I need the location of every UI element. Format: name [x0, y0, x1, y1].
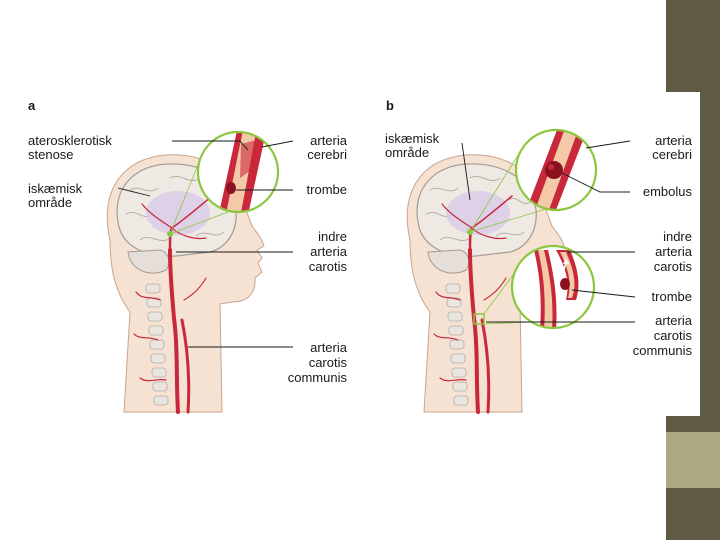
cerebellum-a: [127, 249, 170, 274]
brain-folds-b: [425, 176, 531, 242]
leader-lines-b: [461, 140, 636, 323]
label-cerebri-line1: arteria: [310, 133, 348, 148]
label-b-common-carotid-line3: communis: [633, 343, 693, 358]
leader-lines-a: [117, 140, 294, 348]
label-ischemic-line1: iskæmisk: [28, 181, 83, 196]
label-common-carotid-line2: carotis: [309, 355, 348, 370]
carotid-bifurcation-marker: [473, 313, 485, 325]
slide-sidebar-accent: [666, 432, 720, 488]
label-b-cerebri-line1: arteria: [655, 133, 693, 148]
label-thrombus: trombe: [307, 182, 347, 197]
label-b-thrombus: trombe: [652, 289, 692, 304]
label-internal-carotid-line2: arteria: [310, 244, 348, 259]
spine-a: [145, 283, 169, 406]
spine-b: [445, 283, 469, 406]
panel-b: b: [385, 98, 693, 414]
label-b-cerebri-line2: cerebri: [652, 147, 692, 162]
label-b-internal-carotid-line1: indre: [663, 229, 692, 244]
label-internal-carotid-line3: carotis: [309, 259, 348, 274]
zoom-callout-b-cerebri: [469, 128, 598, 233]
label-cerebri-line2: cerebri: [307, 147, 347, 162]
ischemic-area-a: [146, 191, 210, 235]
label-b-embolus: embolus: [643, 184, 693, 199]
label-common-carotid-line3: communis: [288, 370, 348, 385]
panel-b-letter: b: [386, 98, 394, 113]
label-stenosis-line1: aterosklerotisk: [28, 133, 112, 148]
cerebellum-b: [427, 249, 470, 274]
zoom-callout-a: [169, 130, 280, 235]
label-ischemic-line2: område: [28, 195, 72, 210]
label-b-internal-carotid-line2: arteria: [655, 244, 693, 259]
label-b-internal-carotid-line3: carotis: [654, 259, 693, 274]
label-b-common-carotid-line1: arteria: [655, 313, 693, 328]
label-b-ischemic-line2: område: [385, 145, 429, 160]
panel-a-letter: a: [28, 98, 36, 113]
label-common-carotid-line1: arteria: [310, 340, 348, 355]
label-stenosis-line2: stenose: [28, 147, 74, 162]
ischemic-area-b: [446, 191, 510, 235]
panel-a: a: [28, 98, 348, 414]
label-b-ischemic-line1: iskæmisk: [385, 131, 440, 146]
zoom-callout-b-carotid: [483, 244, 596, 330]
label-internal-carotid-line1: indre: [318, 229, 347, 244]
label-b-common-carotid-line2: carotis: [654, 328, 693, 343]
